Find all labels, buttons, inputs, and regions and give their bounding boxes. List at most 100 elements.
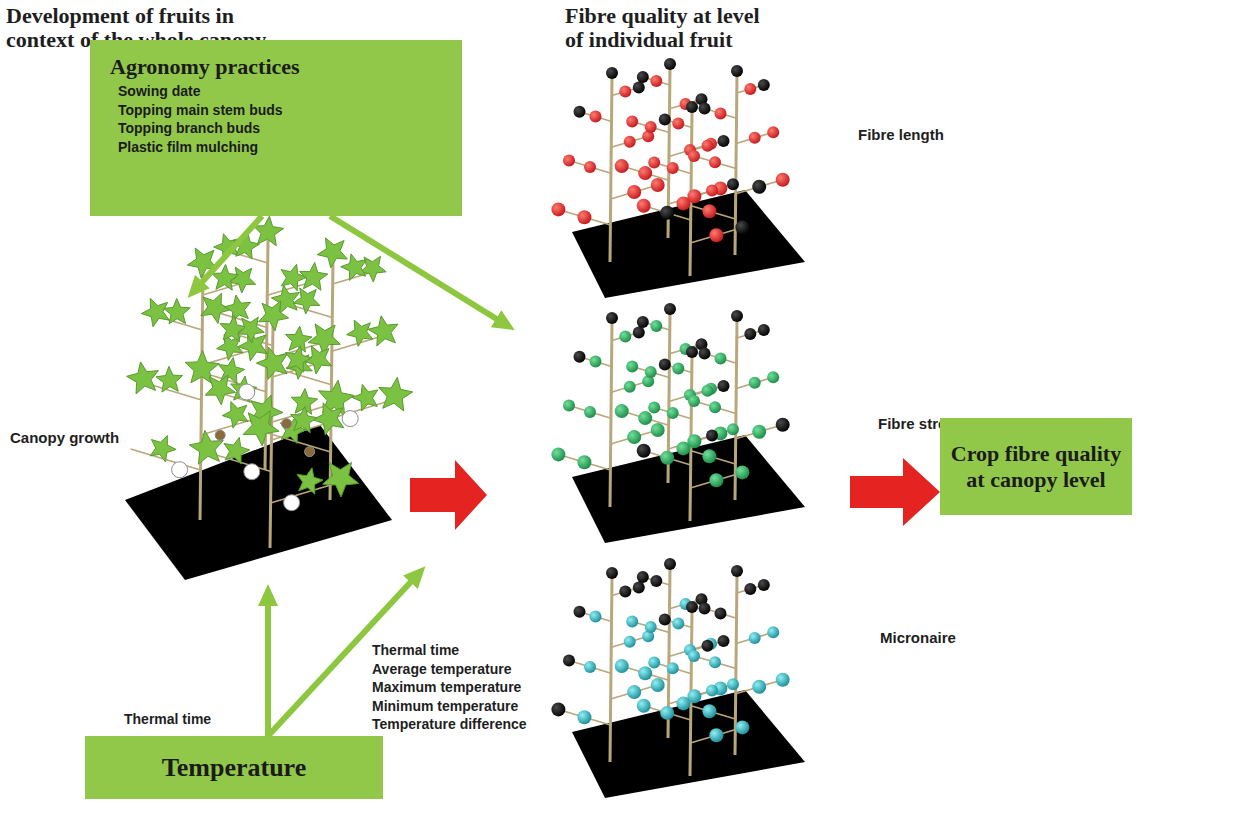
factor-box: Temperature [85,736,383,799]
fruit-ball [590,111,602,123]
ground-plot [572,690,805,798]
fruit-ball [574,351,586,363]
fruit-ball [706,430,718,442]
fruit-ball [709,228,723,242]
fruit-branch [569,661,611,674]
fruit-ball [633,581,645,593]
fruit-ball [664,558,676,570]
fruit-ball [619,586,631,598]
fruit-ball [752,180,766,194]
canopy-leaf [347,320,373,346]
fruit-ball [749,377,761,389]
plot-label: Micronaire [880,630,956,647]
fruit-ball [672,117,684,129]
ground-plot [572,435,805,543]
canopy-leaf [127,362,159,394]
fruit-branch [736,425,783,439]
fruit-ball [650,320,662,332]
fruit-ball [667,162,679,174]
fruit-branch [622,666,669,680]
fruit-ball [651,678,665,692]
canopy-leaf [352,384,378,411]
fruit-branch [690,472,742,488]
fruit-ball [606,312,618,324]
fruit-ball [637,71,649,83]
canopy-leaf [368,316,398,346]
cotton-boll [342,411,358,427]
fruit-ball [758,324,770,336]
red-arrow [850,458,940,526]
factor-label: Temperature difference [372,717,527,732]
fruit-ball [659,358,671,370]
green-arrow [330,216,508,326]
practice-item: Topping branch buds [118,119,442,138]
cotton-boll [215,430,225,440]
canopy-leaf [291,407,318,433]
fruit-ball [688,150,700,162]
fruit-ball [718,135,730,147]
fruit-ball [637,444,651,458]
fruit-ball [633,326,645,338]
fruit-ball [667,407,679,419]
canopy-leaf [205,375,235,405]
factor-label: Average temperature [372,662,512,677]
fruit-ball [660,706,674,720]
fruit-ball [749,632,761,644]
green-arrow [193,216,262,292]
ground-plot [125,425,392,580]
fruit-ball [744,83,756,95]
fruit-ball [627,185,641,199]
plant-stem [610,322,612,507]
fruit-ball [619,85,631,97]
canopy-leaf [256,347,287,379]
fruit-ball [699,103,711,115]
fruit-ball [590,611,602,623]
fruit-ball [709,401,721,413]
fruit-ball [727,423,739,435]
fruit-plant-group [551,303,789,521]
fruit-ball [637,699,651,713]
fruit-ball [715,107,727,119]
fruit-ball [626,116,638,128]
fruit-ball [686,346,698,358]
influence-arrows [193,216,508,736]
fruit-branch [694,656,736,669]
fruit-ball [727,678,739,690]
fruit-ball [626,361,638,373]
canopy-leaf [150,436,176,463]
canopy-leaf [224,295,250,321]
fruit-ball [727,178,739,190]
fruit-ball [563,655,575,667]
fruit-ball [718,380,730,392]
fruit-branch [569,161,611,174]
fruit-ball [624,136,636,148]
fruit-plant-group [551,58,789,276]
column-heading: Fibre quality at level of individual fru… [565,4,775,52]
fruit-branch [558,454,610,470]
plot-label: Fibre length [858,127,944,144]
canopy-leaf [297,468,323,494]
fruit-branch [569,406,611,419]
fruit-ball [638,166,652,180]
fruit-ball [767,126,779,138]
fruit-ball [688,650,700,662]
fruit-plant-group [551,558,789,776]
fruit-ball [590,356,602,368]
fruit-branch [694,401,736,414]
fruit-ball [637,316,649,328]
fruit-ball [637,199,651,213]
fruit-ball [699,603,711,615]
fruit-ball [638,411,652,425]
canopy-leaf [231,376,257,402]
box-heading: Temperature [97,753,371,783]
fruit-branch [622,166,669,180]
box-heading: Crop fibre quality at canopy level [945,441,1127,492]
fruit-ball [659,613,671,625]
fruit-ball [686,601,698,613]
fruit-ball [776,173,790,187]
practice-item: Plastic film mulching [118,138,442,157]
fruit-ball [551,202,565,216]
fruit-ball [676,196,690,210]
fruit-ball [664,303,676,315]
fruit-branch [611,185,658,199]
